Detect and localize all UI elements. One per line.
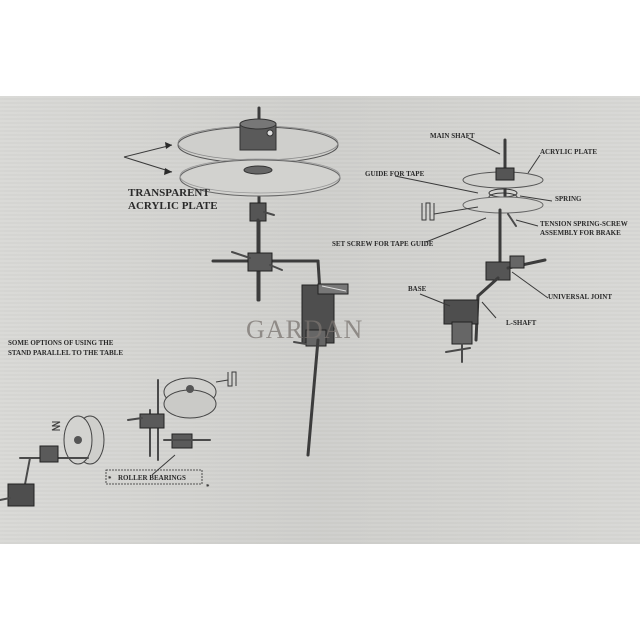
label-tension-1: TENSION SPRING-SCREW: [540, 220, 628, 228]
l-shaft: [476, 276, 500, 298]
label-set-screw: SET SCREW FOR TAPE GUIDE: [332, 240, 434, 248]
star-icon-left: *: [108, 475, 112, 483]
watermark-text: GARDAN: [246, 315, 363, 344]
lower-acrylic-plate: [179, 159, 341, 197]
tension-screw: [507, 213, 517, 227]
label-options-2: STAND PARALLEL TO THE TABLE: [8, 349, 123, 357]
label-guide-for-tape: GUIDE FOR TAPE: [365, 170, 425, 178]
options-drawing: [0, 371, 237, 507]
tape-guide: [421, 202, 435, 221]
label-roller-bearings: ROLLER BEARINGS: [118, 474, 186, 482]
roller-bearings-box: [105, 469, 203, 485]
label-options-1: SOME OPTIONS OF USING THE: [8, 339, 114, 347]
label-base: BASE: [408, 285, 427, 293]
label-main-shaft: MAIN SHAFT: [430, 132, 475, 140]
label-universal-joint: UNIVERSAL JOINT: [548, 293, 612, 301]
base-clamp: [443, 299, 479, 325]
label-acrylic-plate: ACRYLIC PLATE: [540, 148, 597, 156]
label-acrylic-plate-big: ACRYLIC PLATE: [128, 200, 218, 212]
main-stand-drawing: [123, 106, 349, 457]
label-spring: SPRING: [555, 195, 582, 203]
assembly-drawing: [394, 137, 553, 363]
label-tension-2: ASSEMBLY FOR BRAKE: [540, 229, 621, 237]
label-l-shaft: L-SHAFT: [506, 319, 537, 327]
star-icon-right: *: [206, 483, 210, 491]
lower-rod: [306, 338, 320, 457]
label-transparent: TRANSPARENT: [128, 187, 210, 199]
